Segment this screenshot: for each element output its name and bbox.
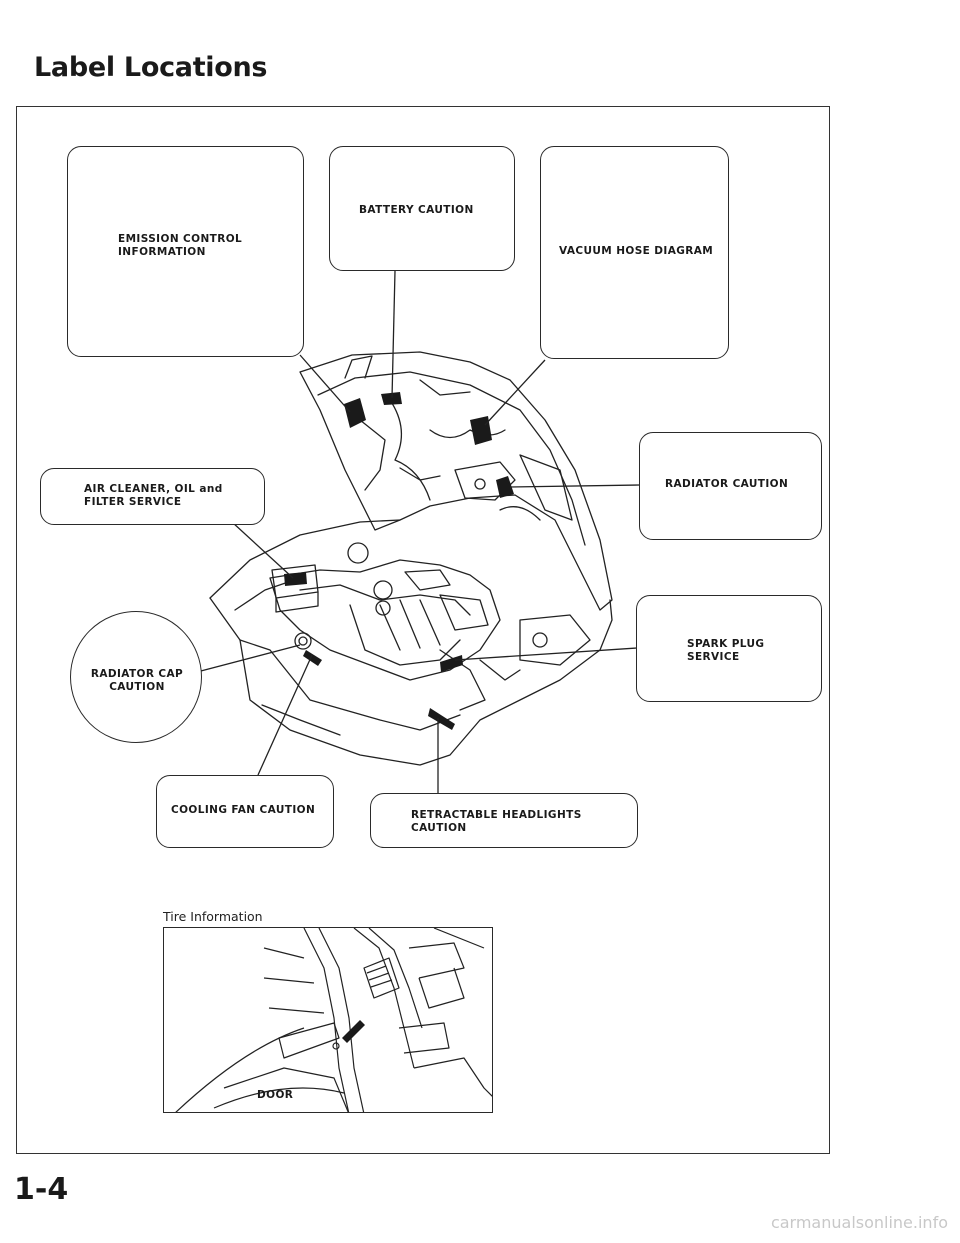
radiator-cap-label: RADIATOR CAP CAUTION: [85, 668, 189, 694]
headlights-callout: RETRACTABLE HEADLIGHTS CAUTION: [370, 793, 638, 848]
air-cleaner-callout: AIR CLEANER, OIL and FILTER SERVICE: [40, 468, 265, 525]
battery-caution-callout: BATTERY CAUTION: [329, 146, 515, 271]
cooling-fan-callout: COOLING FAN CAUTION: [156, 775, 334, 848]
headlights-label: RETRACTABLE HEADLIGHTS CAUTION: [411, 809, 611, 835]
tire-info-title: Tire Information: [163, 909, 263, 924]
spark-plug-callout: SPARK PLUG SERVICE: [636, 595, 822, 702]
cooling-fan-label: COOLING FAN CAUTION: [171, 804, 331, 817]
watermark: carmanualsonline.info: [771, 1213, 948, 1232]
emission-control-callout: EMISSION CONTROL INFORMATION: [67, 146, 304, 357]
door-jamb-illustration: [164, 928, 493, 1113]
tire-info-inset: DOOR: [163, 927, 493, 1113]
radiator-caution-label: RADIATOR CAUTION: [665, 478, 815, 491]
emission-control-label: EMISSION CONTROL INFORMATION: [118, 233, 258, 259]
page-number: 1-4: [14, 1172, 68, 1207]
radiator-caution-callout: RADIATOR CAUTION: [639, 432, 822, 540]
spark-plug-label: SPARK PLUG SERVICE: [687, 638, 767, 664]
battery-caution-label: BATTERY CAUTION: [359, 204, 499, 217]
air-cleaner-label: AIR CLEANER, OIL and FILTER SERVICE: [84, 483, 224, 509]
vacuum-hose-callout: VACUUM HOSE DIAGRAM: [540, 146, 729, 359]
vacuum-hose-label: VACUUM HOSE DIAGRAM: [559, 245, 724, 258]
radiator-cap-callout: RADIATOR CAP CAUTION: [70, 611, 202, 743]
door-label: DOOR: [257, 1089, 293, 1101]
